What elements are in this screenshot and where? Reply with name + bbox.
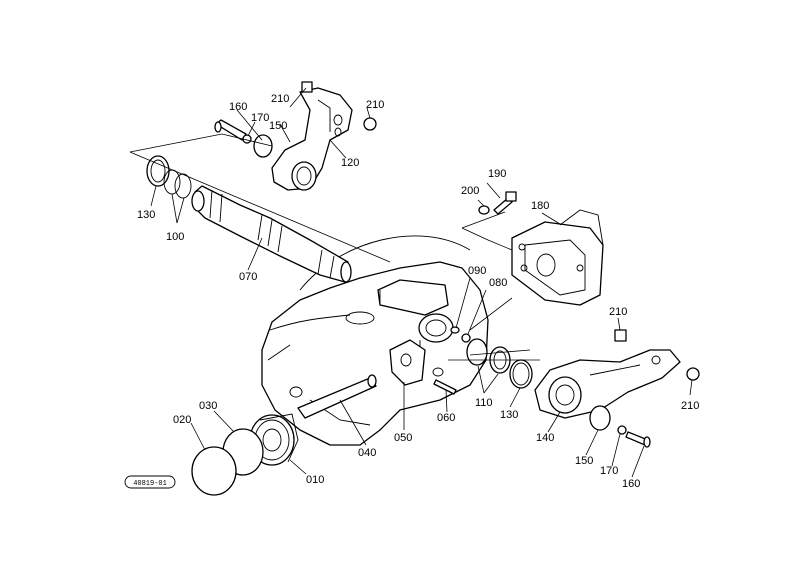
label-070: 070 xyxy=(239,271,257,283)
arm-120 xyxy=(271,87,353,191)
label-210-top-left: 210 xyxy=(271,93,289,105)
label-050: 050 xyxy=(394,432,412,444)
label-030: 030 xyxy=(199,400,217,412)
washer-150-right xyxy=(589,405,611,431)
label-140: 140 xyxy=(536,432,554,444)
label-150-top: 150 xyxy=(269,120,287,132)
nut-210-right-bottom xyxy=(686,367,700,381)
label-060: 060 xyxy=(437,412,455,424)
arm-140 xyxy=(534,349,681,419)
label-210-right-bottom: 210 xyxy=(681,400,699,412)
washer-150-top xyxy=(253,134,273,158)
drawing-number: 40819-01 xyxy=(133,480,167,488)
link-050 xyxy=(389,339,426,386)
ring-130-right xyxy=(509,359,533,389)
bolt-210-right-top xyxy=(614,329,627,342)
label-180: 180 xyxy=(531,200,549,212)
label-200: 200 xyxy=(461,185,479,197)
seal-110 xyxy=(466,338,488,366)
label-160-top: 160 xyxy=(229,101,247,113)
nut-210-top-right xyxy=(363,117,377,131)
bolt-210-top-left xyxy=(301,81,313,93)
shaft-070 xyxy=(191,185,352,283)
bracket-180 xyxy=(511,209,604,306)
label-210-right-top: 210 xyxy=(609,306,627,318)
rod-040 xyxy=(297,374,377,419)
label-130-right: 130 xyxy=(500,409,518,421)
label-120: 120 xyxy=(341,157,359,169)
label-170-top: 170 xyxy=(251,112,269,124)
label-040: 040 xyxy=(358,447,376,459)
ring-020 xyxy=(191,446,237,496)
label-150-right: 150 xyxy=(575,455,593,467)
label-110: 110 xyxy=(475,397,493,409)
label-080: 080 xyxy=(489,277,507,289)
part-labels: 160 170 150 210 210 120 130 100 070 190 … xyxy=(137,93,699,490)
label-100: 100 xyxy=(166,231,184,243)
assembly-lines xyxy=(129,87,693,478)
label-130-left: 130 xyxy=(137,209,155,221)
label-190: 190 xyxy=(488,168,506,180)
label-160-right: 160 xyxy=(622,478,640,490)
drawing-number-stamp: 40819-01 xyxy=(124,475,176,489)
nut-170-right xyxy=(617,425,627,435)
part-090 xyxy=(450,326,460,334)
part-080 xyxy=(461,333,471,343)
washer-200 xyxy=(478,205,490,215)
label-210-top-right: 210 xyxy=(366,99,384,111)
label-170-right: 170 xyxy=(600,465,618,477)
bolt-160-top xyxy=(214,119,247,141)
pin-060 xyxy=(433,379,457,395)
bolt-190 xyxy=(493,191,517,215)
label-020: 020 xyxy=(173,414,191,426)
bolt-160-right xyxy=(625,431,651,448)
label-090: 090 xyxy=(468,265,486,277)
label-010: 010 xyxy=(306,474,324,486)
